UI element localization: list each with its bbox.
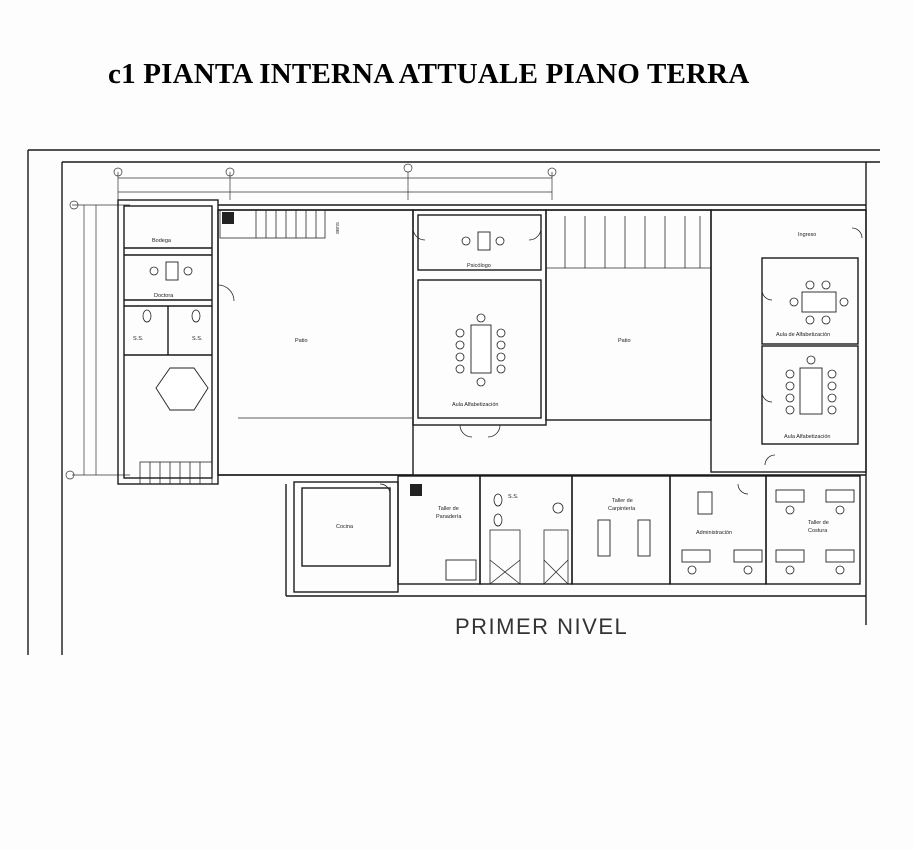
label-ss-left-1: S.S. [133, 336, 144, 342]
label-ss-left-2: S.S. [192, 336, 203, 342]
label-taller-panaderia-2: Panadería [436, 514, 462, 520]
label-patio-left: Patio [295, 338, 308, 344]
label-taller-carpinteria-2: Carpintería [608, 506, 636, 512]
label-administracion: Administración [696, 530, 732, 536]
label-cocina: Cocina [336, 524, 354, 530]
label-aula-right-1: Aula de Alfabetización [776, 332, 830, 338]
label-psicologo: Psicólogo [467, 263, 491, 269]
stairs [139, 209, 701, 485]
label-aula-right-2: Aula Alfabetización [784, 434, 830, 440]
label-taller-panaderia-1: Taller de [438, 506, 459, 512]
furniture [142, 231, 855, 585]
doors [217, 227, 863, 495]
page-title: c1 PIANTA INTERNA ATTUALE PIANO TERRA [108, 58, 750, 90]
room-labels: Bodega Doctora S.S. S.S. Patio Psicólogo… [133, 222, 830, 536]
label-taller-costura-2: Costura [808, 528, 828, 534]
label-aula-center: Aula Alfabetización [452, 402, 498, 408]
label-taller-carpinteria-1: Taller de [612, 498, 633, 504]
label-ss-bottom: S.S. [508, 494, 519, 500]
plan-caption: PRIMER NIVEL [455, 614, 628, 639]
label-taller-costura-1: Taller de [808, 520, 829, 526]
building-walls [117, 199, 867, 597]
sheet-frame [27, 149, 880, 655]
label-ingreso: Ingreso [798, 232, 816, 238]
label-patio-right: Patio [618, 338, 631, 344]
dimension-lines [65, 163, 557, 480]
label-sube: SUBE [335, 222, 340, 234]
label-bodega: Bodega [152, 238, 172, 244]
label-doctora: Doctora [154, 293, 174, 299]
